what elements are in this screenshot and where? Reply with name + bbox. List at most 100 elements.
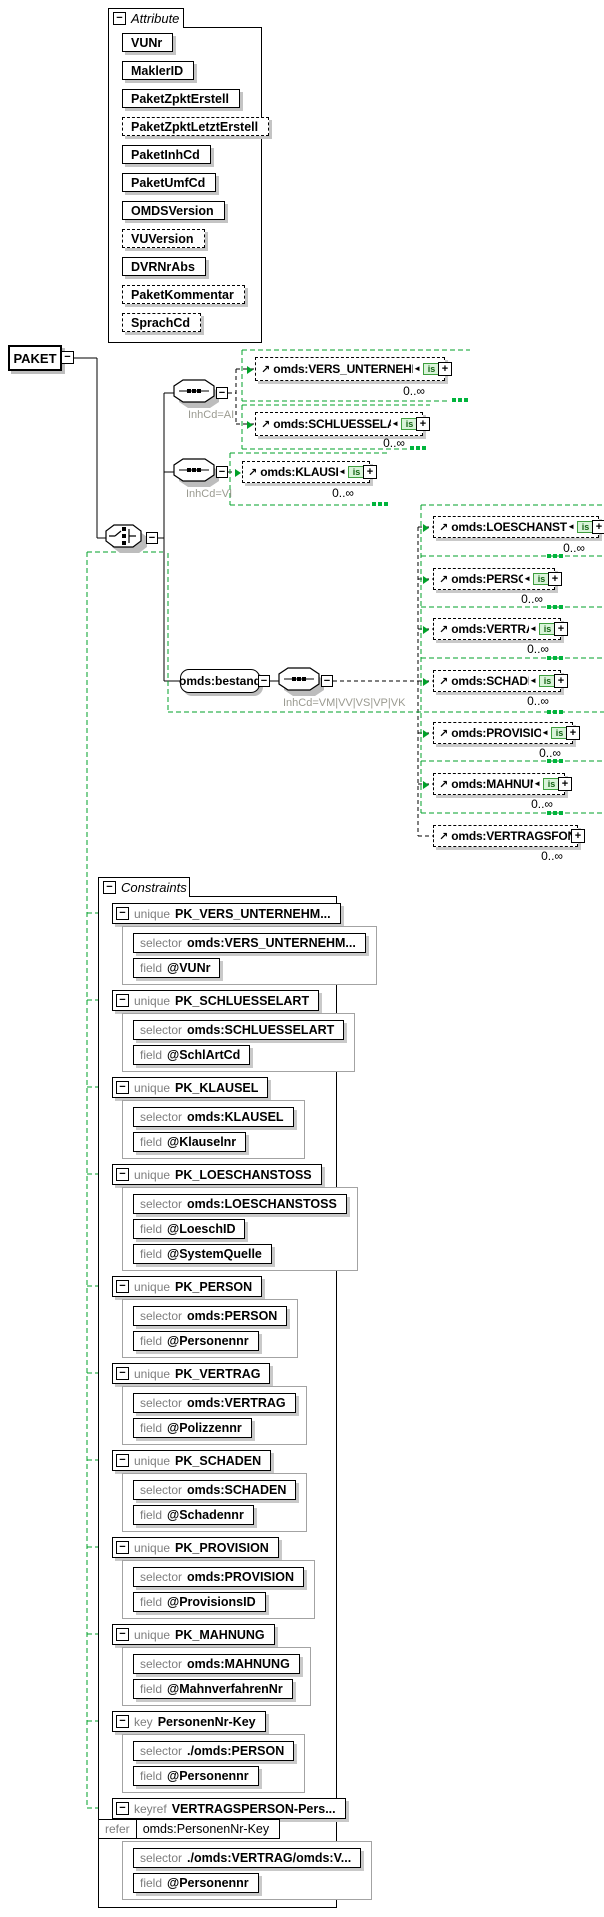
selector-value: omds:SCHADEN: [187, 1483, 287, 1497]
field-row[interactable]: field @Personennr: [133, 1331, 259, 1351]
field-row[interactable]: field @Personennr: [133, 1873, 259, 1893]
occurrence-label: 0..∞: [541, 849, 563, 863]
field-row[interactable]: field @Schadennr: [133, 1505, 254, 1525]
constraint-name: PK_PERSON: [175, 1279, 253, 1294]
attribute-sprachcd[interactable]: SprachCd: [122, 313, 202, 332]
attribute-maklerid[interactable]: MaklerID: [122, 61, 195, 80]
sequence-compositor-icon[interactable]: [278, 667, 326, 697]
expand-icon[interactable]: +: [363, 465, 377, 479]
field-row[interactable]: field @Polizzennr: [133, 1418, 252, 1438]
attribute-paketumfcd[interactable]: PaketUmfCd: [122, 173, 217, 192]
constraint-title[interactable]: − unique PK_SCHADEN: [112, 1450, 272, 1471]
expand-icon[interactable]: +: [558, 777, 572, 791]
attributes-panel-title: Attribute: [131, 11, 180, 26]
element-mahnung[interactable]: ↗ omds:MAHNUNG ◄is +: [433, 773, 572, 795]
collapse-icon[interactable]: −: [116, 994, 129, 1007]
selector-row[interactable]: selector omds:MAHNUNG: [133, 1654, 300, 1674]
selector-row[interactable]: selector omds:SCHADEN: [133, 1480, 297, 1500]
attribute-paketzpktletzterstell[interactable]: PaketZpktLetztErstell: [122, 117, 270, 136]
element-bestand[interactable]: omds:bestand: [179, 669, 261, 693]
collapse-icon[interactable]: −: [116, 1081, 129, 1094]
element-vertrag[interactable]: ↗ omds:VERTRAG ◄is +: [433, 618, 568, 640]
sequence-compositor-icon[interactable]: [173, 379, 221, 409]
expand-icon[interactable]: +: [571, 829, 585, 843]
field-label: field: [140, 1421, 163, 1435]
constraint-title[interactable]: − unique PK_PROVISION: [112, 1537, 279, 1558]
sequence-compositor-icon[interactable]: [173, 458, 221, 488]
selector-row[interactable]: selector omds:SCHLUESSELART: [133, 1020, 345, 1040]
field-row[interactable]: field @Personennr: [133, 1766, 259, 1786]
collapse-icon[interactable]: −: [116, 1367, 129, 1380]
element-provision[interactable]: ↗ omds:PROVISION ◄is +: [433, 722, 580, 744]
expand-icon[interactable]: +: [416, 417, 430, 431]
collapse-icon[interactable]: −: [116, 1454, 129, 1467]
element-vers-unternehmen[interactable]: ↗ omds:VERS_UNTERNEHMEN ◄is +: [255, 357, 452, 381]
selector-row[interactable]: selector ./omds:VERTRAG/omds:V...: [133, 1848, 362, 1868]
constraint-title[interactable]: − unique PK_MAHNUNG: [112, 1624, 275, 1645]
element-loeschanstoss[interactable]: ↗ omds:LOESCHANSTOSS ◄is +: [433, 516, 604, 538]
collapse-icon[interactable]: −: [116, 1802, 129, 1815]
element-person[interactable]: ↗ omds:PERSON ◄is +: [433, 568, 562, 590]
field-row[interactable]: field @SchlArtCd: [133, 1045, 251, 1065]
element-schaden[interactable]: ↗ omds:SCHADEN ◄is +: [433, 670, 568, 692]
selector-row[interactable]: selector omds:LOESCHANSTOSS: [133, 1194, 347, 1214]
field-row[interactable]: field @MahnverfahrenNr: [133, 1679, 293, 1699]
collapse-icon[interactable]: −: [116, 907, 129, 920]
collapse-button-seq-bestand[interactable]: −: [321, 675, 333, 687]
constraint-name: PK_VERS_UNTERNEHM...: [175, 906, 331, 921]
constraint-title[interactable]: − unique PK_LOESCHANSTOSS: [112, 1164, 322, 1185]
expand-icon[interactable]: +: [554, 674, 568, 688]
expand-icon[interactable]: +: [592, 520, 604, 534]
field-row[interactable]: field @VUNr: [133, 958, 221, 978]
selector-row[interactable]: selector omds:VERTRAG: [133, 1393, 296, 1413]
expand-icon[interactable]: +: [554, 622, 568, 636]
attribute-omdsversion[interactable]: OMDSVersion: [122, 201, 225, 220]
element-paket[interactable]: PAKET: [8, 345, 62, 371]
selector-row[interactable]: selector omds:PERSON: [133, 1306, 288, 1326]
attribute-paketinhcd[interactable]: PaketInhCd: [122, 145, 211, 164]
collapse-icon[interactable]: −: [116, 1280, 129, 1293]
constraint-title[interactable]: − key PersonenNr-Key: [112, 1711, 266, 1732]
field-row[interactable]: field @ProvisionsID: [133, 1592, 266, 1612]
collapse-button-seq-vi[interactable]: −: [216, 466, 228, 478]
attribute-vuversion[interactable]: VUVersion: [122, 229, 205, 248]
expand-icon[interactable]: +: [548, 572, 562, 586]
field-row[interactable]: field @SystemQuelle: [133, 1244, 272, 1264]
field-row[interactable]: field @Klauselnr: [133, 1132, 247, 1152]
choice-compositor-icon[interactable]: [105, 524, 149, 554]
collapse-icon[interactable]: −: [116, 1168, 129, 1181]
collapse-icon[interactable]: −: [113, 12, 126, 25]
collapse-button-paket[interactable]: −: [61, 351, 74, 364]
attribute-vunr[interactable]: VUNr: [122, 33, 174, 52]
constraint-title[interactable]: − unique PK_KLAUSEL: [112, 1077, 269, 1098]
collapse-button-choice[interactable]: −: [146, 532, 158, 544]
element-vertragsfonds[interactable]: ↗ omds:VERTRAGSFONDS +: [433, 825, 585, 847]
selector-row[interactable]: selector ./omds:PERSON: [133, 1741, 295, 1761]
constraint-title[interactable]: − unique PK_VERTRAG: [112, 1363, 271, 1384]
selector-row[interactable]: selector omds:PROVISION: [133, 1567, 304, 1587]
element-schluesselart[interactable]: ↗ omds:SCHLUESSELART ◄is +: [255, 412, 430, 436]
collapse-icon[interactable]: −: [103, 881, 116, 894]
expand-icon[interactable]: +: [566, 726, 580, 740]
field-label: field: [140, 1334, 163, 1348]
collapse-icon[interactable]: −: [116, 1628, 129, 1641]
constraint-name: PK_MAHNUNG: [175, 1627, 265, 1642]
occurrence-label: 0..∞: [563, 541, 585, 555]
collapse-icon[interactable]: −: [116, 1541, 129, 1554]
attribute-dvrnrabs[interactable]: DVRNrAbs: [122, 257, 206, 276]
collapse-button-bestand[interactable]: −: [258, 675, 270, 687]
attribute-paketkommentar[interactable]: PaketKommentar: [122, 285, 245, 304]
selector-row[interactable]: selector omds:VERS_UNTERNEHM...: [133, 933, 366, 953]
expand-icon[interactable]: +: [438, 362, 452, 376]
attribute-paketzpkterstell[interactable]: PaketZpktErstell: [122, 89, 240, 108]
constraint-title[interactable]: − keyref VERTRAGSPERSON-Pers...: [112, 1798, 346, 1819]
collapse-button-seq-ai[interactable]: −: [216, 387, 228, 399]
constraint-pk-klausel: − unique PK_KLAUSEL selector omds:KLAUSE…: [112, 1077, 305, 1159]
constraint-title[interactable]: − unique PK_VERS_UNTERNEHM...: [112, 903, 341, 924]
element-klausel[interactable]: ↗ omds:KLAUSEL ◄is +: [242, 461, 377, 483]
collapse-icon[interactable]: −: [116, 1715, 129, 1728]
constraint-title[interactable]: − unique PK_PERSON: [112, 1276, 263, 1297]
selector-row[interactable]: selector omds:KLAUSEL: [133, 1107, 294, 1127]
field-row[interactable]: field @LoeschID: [133, 1219, 246, 1239]
constraint-title[interactable]: − unique PK_SCHLUESSELART: [112, 990, 320, 1011]
